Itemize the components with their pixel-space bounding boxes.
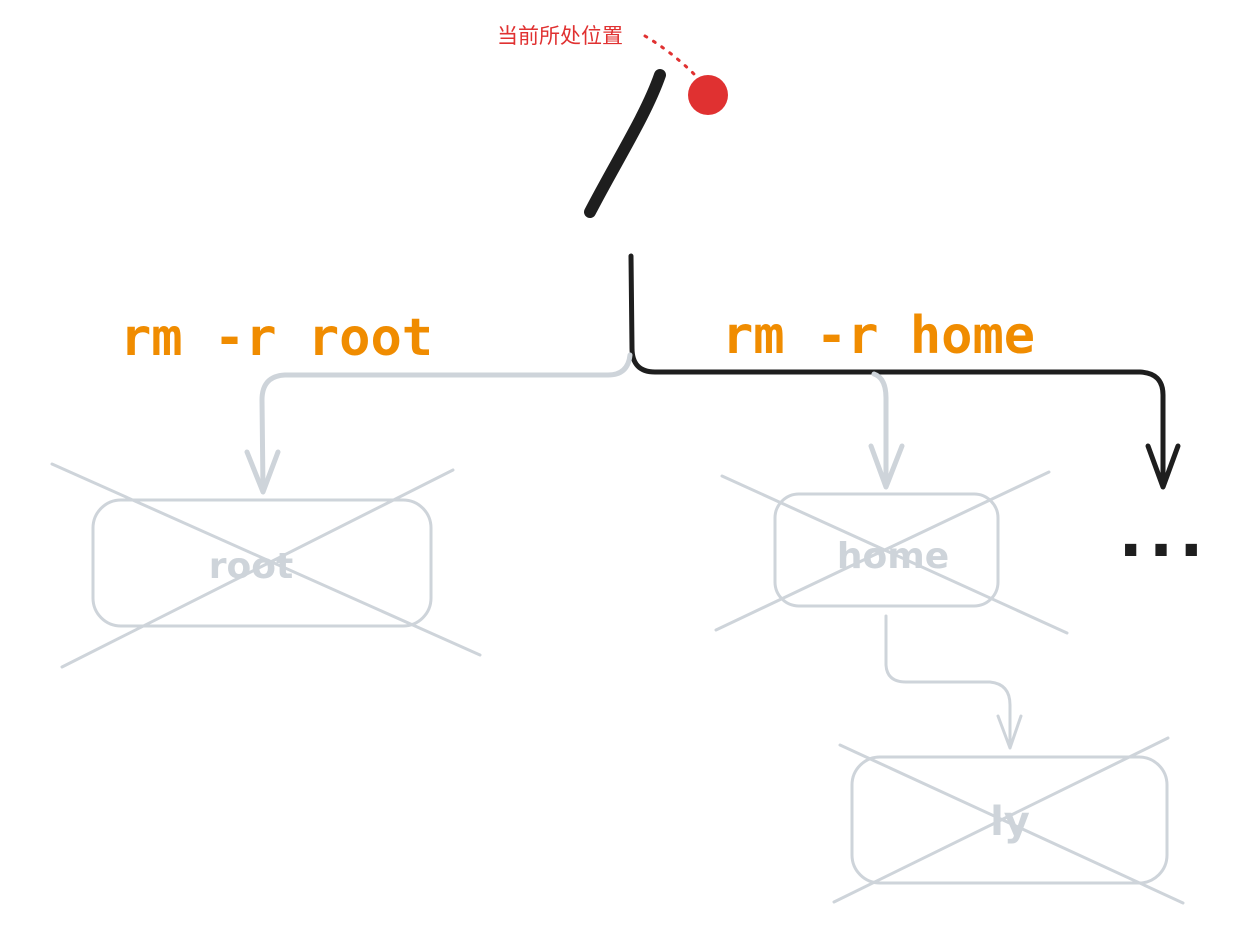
root-node-box	[91, 498, 433, 628]
home-arrow-head	[868, 443, 905, 490]
root-arrow-head	[244, 449, 281, 495]
ly-node: ly	[832, 736, 1185, 905]
annotation-dotted-line	[643, 34, 698, 78]
current-position-label: 当前所处位置	[497, 24, 623, 48]
active-arrow-head	[1145, 443, 1181, 490]
root-slash-symbol	[584, 69, 666, 218]
more-nodes-ellipsis: ...	[1119, 498, 1210, 572]
active-branch-line	[628, 253, 1166, 488]
ly-branch-line	[884, 614, 1012, 747]
root-deleted-cross	[50, 462, 482, 669]
home-node: home	[714, 470, 1069, 635]
home-branch-line	[871, 371, 889, 488]
root-branch-line	[259, 352, 633, 493]
ly-arrow-head	[996, 714, 1023, 750]
home-deleted-cross	[714, 470, 1069, 635]
current-position-marker	[688, 75, 728, 115]
root-node: root	[50, 462, 482, 669]
ly-deleted-cross	[832, 736, 1185, 905]
rm-home-command: rm -r home	[722, 306, 1035, 366]
rm-root-command: rm -r root	[120, 308, 433, 368]
ly-node-box	[850, 755, 1169, 885]
home-node-box	[773, 492, 1000, 608]
